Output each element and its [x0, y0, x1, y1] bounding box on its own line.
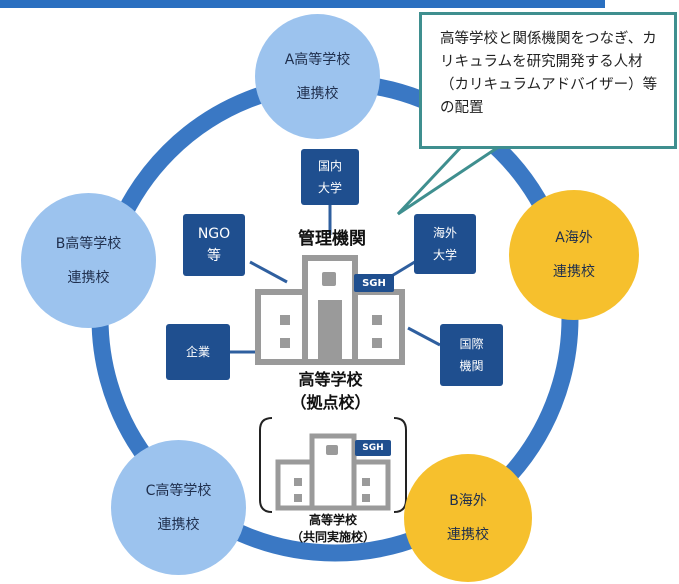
international-box: 国際 機関	[440, 324, 503, 386]
company-box: 企業	[166, 324, 230, 380]
callout-box: 高等学校と関係機関をつなぎ、カリキュラムを研究開発する人材（カリキュラムアドバイ…	[419, 12, 677, 149]
management-label: 管理機関	[298, 229, 366, 249]
hub-building-windows	[280, 272, 382, 360]
b-school-line2: 連携校	[67, 269, 110, 286]
bracket-left	[259, 417, 273, 513]
b-overseas-line1: B海外	[449, 493, 487, 509]
a-overseas-line1: A海外	[555, 230, 593, 246]
a-school-line2: 連携校	[296, 85, 339, 102]
sgh-logo: SGH	[354, 274, 394, 292]
top-bar	[0, 0, 605, 8]
callout-tail	[396, 144, 505, 216]
a-school-line1: A高等学校	[284, 51, 351, 68]
domestic-univ-box: 国内 大学	[301, 149, 359, 205]
bracket-right	[393, 417, 407, 513]
c-school-line2: 連携校	[157, 516, 200, 533]
ngo-box: NGO 等	[183, 214, 245, 276]
callout-text: 高等学校と関係機関をつなぎ、カリキュラムを研究開発する人材（カリキュラムアドバイ…	[440, 31, 658, 116]
b-overseas-circle: B海外 連携校	[404, 454, 532, 582]
joint-school-label: 高等学校 （共同実施校）	[290, 513, 375, 544]
a-overseas-circle: A海外 連携校	[509, 190, 639, 320]
c-school-line1: C高等学校	[145, 482, 212, 499]
overseas-univ-box: 海外 大学	[414, 214, 476, 274]
b-overseas-line2: 連携校	[447, 527, 489, 543]
a-overseas-line2: 連携校	[553, 264, 595, 280]
sgh-logo-joint: SGH	[355, 440, 391, 456]
c-school-circle: C高等学校 連携校	[111, 440, 246, 575]
b-school-line1: B高等学校	[55, 235, 122, 252]
school-label: 高等学校 （拠点校）	[290, 370, 371, 412]
b-school-circle: B高等学校 連携校	[21, 193, 156, 328]
a-school-circle: A高等学校 連携校	[255, 14, 380, 139]
